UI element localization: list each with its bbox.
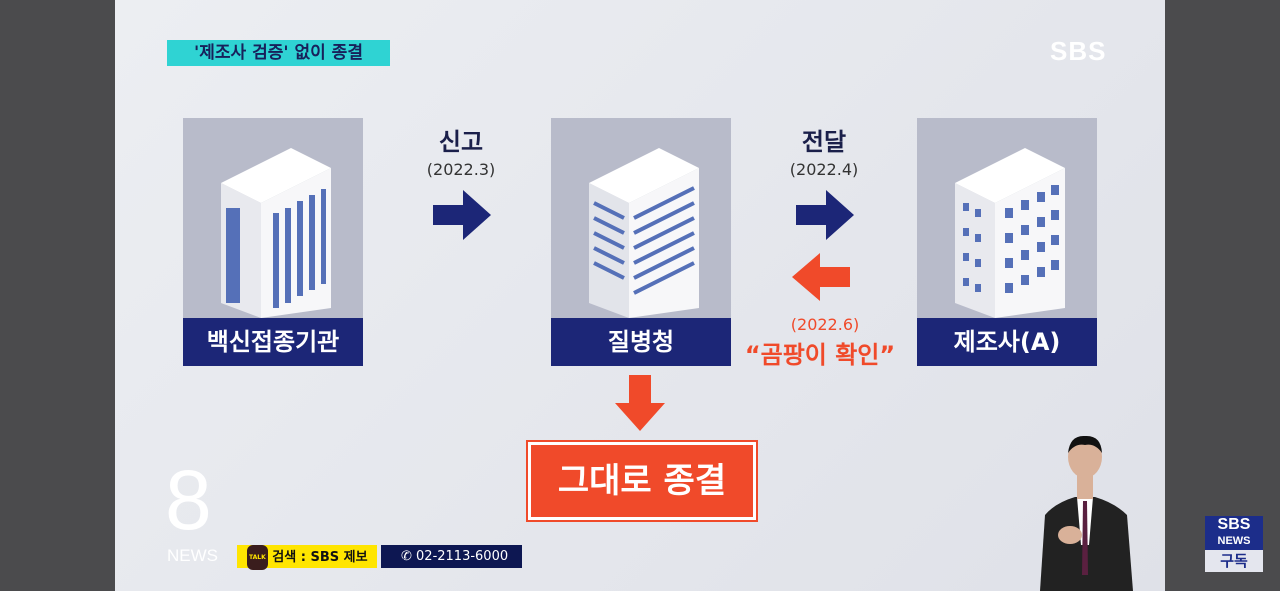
phone-icon: ✆	[401, 549, 417, 564]
sbs-logo: SBS	[1050, 36, 1107, 66]
arrow-left-icon	[792, 253, 850, 301]
topic-tag: '제조사 검증' 없이 종결	[167, 40, 390, 66]
flow-label: “곰팡이 확인”	[744, 341, 896, 369]
building-icon	[955, 148, 1065, 318]
phone-number: 02-2113-6000	[416, 549, 509, 564]
flow-date: (2022.3)	[426, 160, 496, 179]
phone-banner: ✆ 02-2113-6000	[381, 545, 522, 568]
node-label: 제조사(A)	[917, 318, 1097, 366]
subscribe-news: NEWS	[1217, 535, 1251, 547]
kakao-tip-banner: TALK 검색 : SBS 제보	[237, 545, 377, 570]
kakaotalk-icon: TALK	[247, 545, 268, 570]
building-icon	[589, 148, 699, 318]
subscribe-label: 구독	[1205, 550, 1263, 572]
building-icon	[221, 148, 331, 318]
news8-logo-text: NEWS	[167, 546, 218, 565]
flow-label: 신고	[438, 128, 484, 156]
flow-date: (2022.6)	[790, 315, 860, 334]
subscribe-button[interactable]: SBS NEWS 구독	[1205, 516, 1263, 574]
node-manufacturer: 제조사(A)	[917, 118, 1097, 366]
node-label: 질병청	[551, 318, 731, 366]
node-kdca: 질병청	[551, 118, 731, 366]
flow-label: 전달	[801, 128, 847, 156]
kakao-text: 검색 : SBS 제보	[272, 550, 368, 565]
arrow-down-icon	[615, 375, 665, 431]
arrow-right-icon	[796, 190, 854, 240]
flow-date: (2022.4)	[789, 160, 859, 179]
arrow-right-icon	[433, 190, 491, 240]
news8-logo-number: 8	[165, 453, 212, 547]
result-box: 그대로 종결	[526, 440, 758, 522]
node-vaccination-site: 백신접종기관	[183, 118, 363, 366]
sign-language-interpreter	[1040, 435, 1133, 591]
subscribe-sbs: SBS	[1217, 516, 1251, 533]
node-label: 백신접종기관	[183, 318, 363, 366]
